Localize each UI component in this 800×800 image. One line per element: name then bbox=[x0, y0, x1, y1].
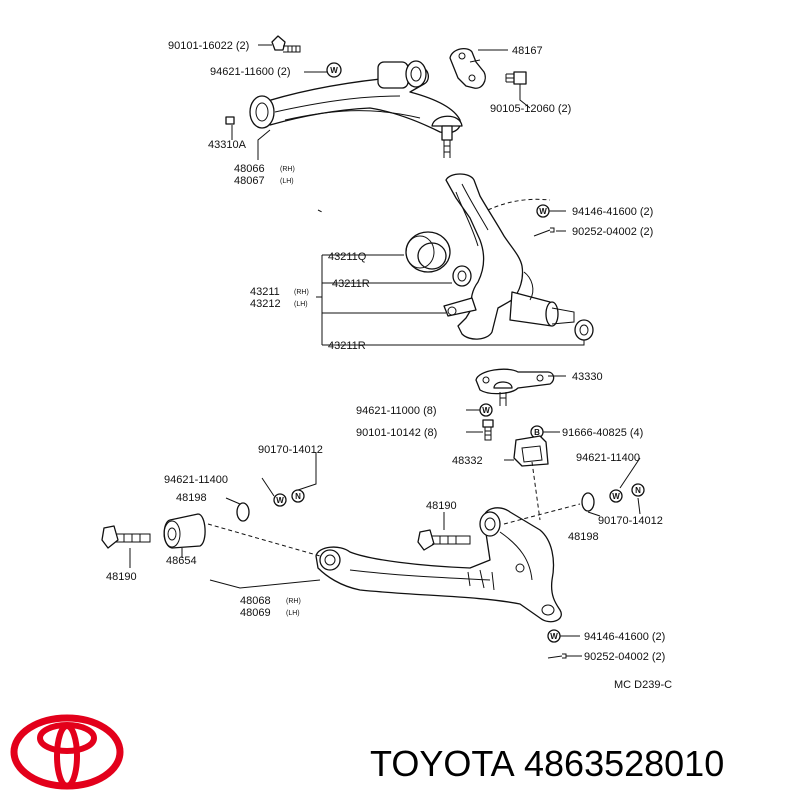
bracket-48167 bbox=[449, 47, 486, 89]
label-43211: 43211 bbox=[250, 286, 280, 298]
label-90170-14012-right: 90170-14012 bbox=[598, 515, 663, 527]
svg-text:W: W bbox=[330, 66, 338, 75]
svg-text:W: W bbox=[482, 406, 490, 415]
label-43211Q: 43211Q bbox=[328, 251, 367, 263]
label-90252-04002-top: 90252-04002 (2) bbox=[572, 226, 653, 238]
label-90105-12060: 90105-12060 (2) bbox=[490, 103, 571, 115]
label-90101-16022: 90101-16022 (2) bbox=[168, 40, 249, 52]
label-94146-41600-bottom: 94146-41600 (2) bbox=[584, 631, 665, 643]
label-43211-side: (RH) bbox=[294, 289, 309, 296]
label-90252-04002-bottom: 90252-04002 (2) bbox=[584, 651, 665, 663]
label-48198-right: 48198 bbox=[568, 531, 599, 543]
washer-94146-41600-top-icon: W bbox=[536, 204, 550, 218]
leader-lines bbox=[129, 44, 641, 657]
label-48067: 48067 bbox=[234, 175, 265, 187]
svg-text:W: W bbox=[612, 492, 620, 501]
label-48069-side: (LH) bbox=[286, 610, 300, 617]
lower-control-arm bbox=[315, 507, 562, 623]
bolt-48190-mid-icon bbox=[417, 529, 471, 551]
drawing-code: MC D239-C bbox=[614, 679, 672, 691]
washer-94621-11000-icon: W bbox=[479, 403, 493, 417]
washer-48198-right bbox=[581, 492, 595, 512]
label-48066: 48066 bbox=[234, 163, 265, 175]
svg-text:W: W bbox=[539, 207, 547, 216]
bolt-90101-16022-icon bbox=[271, 35, 301, 53]
label-94621-11400-right: 94621-11400 bbox=[576, 452, 640, 464]
label-94621-11400-left: 94621-11400 bbox=[164, 474, 228, 486]
label-90101-10142: 90101-10142 (8) bbox=[356, 427, 437, 439]
label-48067-side: (LH) bbox=[280, 178, 294, 185]
washer-48198-left bbox=[236, 502, 250, 522]
bolt-90101-10142-icon bbox=[482, 419, 494, 441]
bushing-43211R bbox=[452, 265, 472, 287]
nut-43310A-icon bbox=[225, 116, 235, 125]
label-43330: 43330 bbox=[572, 371, 603, 383]
part-number: 4863528010 bbox=[524, 743, 724, 784]
bolt-90105-12060-icon bbox=[505, 71, 527, 85]
label-91666-40825: 91666-40825 (4) bbox=[562, 427, 643, 439]
label-90170-14012-left: 90170-14012 bbox=[258, 444, 323, 456]
svg-text:W: W bbox=[276, 496, 284, 505]
nut-90170-14012-right-icon: N bbox=[631, 483, 645, 497]
label-43310A: 43310A bbox=[208, 139, 247, 151]
label-94621-11600: 94621-11600 (2) bbox=[210, 66, 291, 78]
washer-94621-11400-right-icon: W bbox=[609, 489, 623, 503]
label-48167: 48167 bbox=[512, 45, 543, 57]
label-94621-11000: 94621-11000 (8) bbox=[356, 405, 437, 417]
upper-control-arm bbox=[249, 60, 463, 158]
svg-text:B: B bbox=[534, 428, 540, 437]
label-48068: 48068 bbox=[240, 595, 271, 607]
label-48332: 48332 bbox=[452, 455, 483, 467]
cotter-pin-bottom-icon bbox=[547, 653, 567, 659]
cotter-pin-top-icon bbox=[533, 227, 555, 237]
label-48654: 48654 bbox=[166, 555, 197, 567]
part-labels: 90101-16022 (2) 94621-11600 (2) 48167 90… bbox=[106, 40, 672, 691]
toyota-logo-icon bbox=[10, 714, 124, 790]
nut-90170-14012-left-icon: N bbox=[291, 489, 305, 503]
svg-text:N: N bbox=[295, 492, 301, 501]
label-43212: 43212 bbox=[250, 298, 281, 310]
steering-knuckle bbox=[443, 173, 594, 341]
washer-94621-11600-icon: W bbox=[326, 62, 342, 78]
brand-name: TOYOTA bbox=[370, 743, 515, 784]
label-43211R-b: 43211R bbox=[328, 340, 366, 352]
label-94146-41600-top: 94146-41600 (2) bbox=[572, 206, 653, 218]
bump-stopper-48332 bbox=[513, 435, 549, 467]
dust-seal-43211Q bbox=[405, 231, 451, 273]
label-43211R-a: 43211R bbox=[332, 278, 370, 290]
label-48190-mid: 48190 bbox=[426, 500, 457, 512]
label-43212-side: (LH) bbox=[294, 301, 308, 308]
washer-94621-11400-left-icon: W bbox=[273, 493, 287, 507]
label-48069: 48069 bbox=[240, 607, 271, 619]
svg-text:N: N bbox=[635, 486, 641, 495]
label-48068-side: (RH) bbox=[286, 598, 301, 605]
bushing-48654 bbox=[163, 513, 206, 549]
label-48190-left: 48190 bbox=[106, 571, 137, 583]
label-48198-left: 48198 bbox=[176, 492, 207, 504]
lower-ball-joint-43330 bbox=[475, 368, 555, 406]
washer-94146-41600-bottom-icon: W bbox=[547, 629, 561, 643]
label-48066-side: (RH) bbox=[280, 166, 295, 173]
bolt-48190-left-icon bbox=[101, 525, 151, 549]
svg-text:W: W bbox=[550, 632, 558, 641]
